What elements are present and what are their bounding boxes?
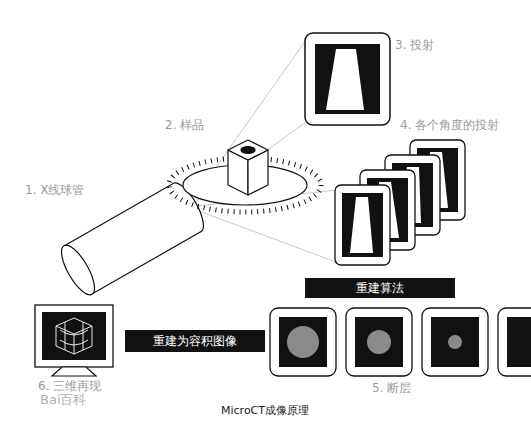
- black-band: 重建为容积图像: [125, 330, 265, 352]
- caption: MicroCT成像原理: [221, 404, 309, 417]
- callout-label: 1. X线球管: [25, 183, 84, 197]
- callout-label: 3. 投射: [395, 38, 434, 52]
- callout-label: 5. 断层: [372, 381, 411, 395]
- projection-panel: [305, 33, 390, 125]
- angle-projections: [335, 140, 465, 265]
- band-text: 重建为容积图像: [153, 334, 237, 348]
- watermark: Bai百科: [40, 393, 87, 407]
- callout-label: 2. 样品: [165, 118, 204, 132]
- sample-cube: [228, 140, 268, 195]
- band-text: 重建算法: [356, 281, 404, 295]
- callout-label: 4. 各个角度的投射: [400, 118, 499, 132]
- black-band: 重建算法: [305, 278, 455, 298]
- monitor: [35, 305, 113, 376]
- callout-label: 6. 三维再现: [38, 379, 101, 393]
- slices: [270, 308, 531, 376]
